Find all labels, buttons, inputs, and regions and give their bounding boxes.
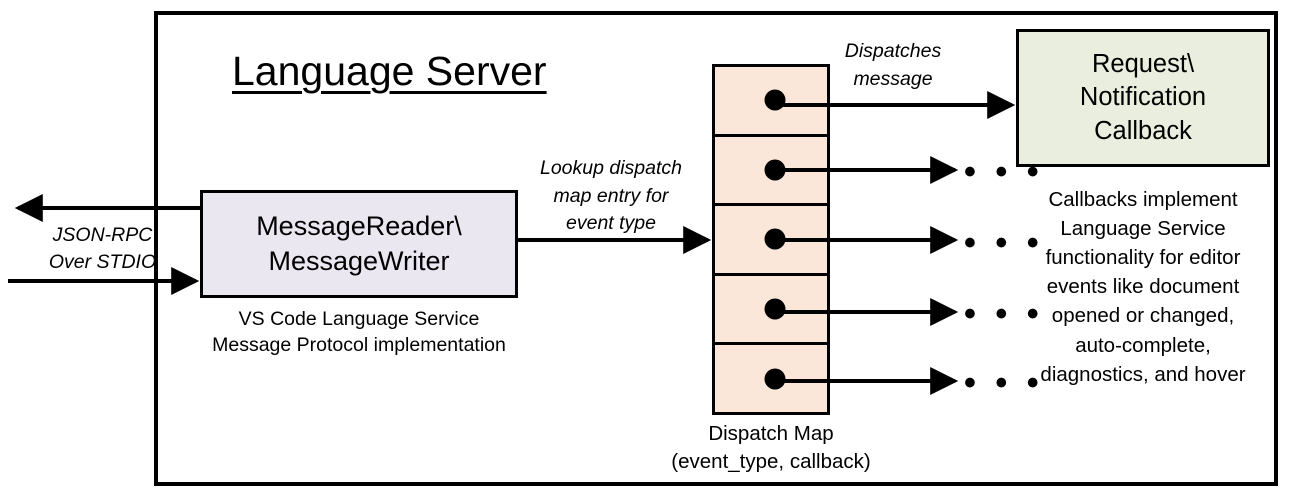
language-server-boundary <box>154 11 1278 486</box>
dispatch-map-row[interactable] <box>715 67 827 137</box>
ellipsis-row-3: • • • <box>964 224 1044 262</box>
callback-caption-line7: diagnostics, and hover <box>1040 362 1246 386</box>
message-reader-writer-box[interactable]: MessageReader\ MessageWriter <box>200 190 518 298</box>
lookup-dispatch-label: Lookup dispatch map entry for event type <box>516 155 706 238</box>
callback-caption-line4: events like document <box>1046 275 1240 299</box>
lookup-label-line3: event type <box>566 212 656 235</box>
ellipsis-row-4: • • • <box>964 295 1044 333</box>
dispatch-map-row[interactable] <box>715 206 827 276</box>
transport-label-line2: Over STDIO <box>48 251 157 274</box>
callback-line2: Notification <box>1079 83 1207 112</box>
transport-label-line1: JSON-RPC <box>52 224 153 246</box>
page-title: Language Server <box>232 48 547 94</box>
transport-label: JSON-RPC Over STDIO <box>20 222 185 277</box>
lookup-label-line2: map entry for <box>553 184 669 207</box>
dispatch-map-caption: Dispatch Map (event_type, callback) <box>640 420 902 475</box>
dispatches-message-label: Dispatches message <box>828 38 958 93</box>
message-rw-line2: MessageWriter <box>268 246 450 276</box>
callback-caption: Callbacks implement Language Service fun… <box>1010 185 1276 389</box>
callback-caption-line5: opened or changed, <box>1051 304 1235 328</box>
entry-dot-icon <box>764 298 786 320</box>
entry-dot-icon <box>764 228 786 250</box>
callback-caption-line3: functionality for editor <box>1045 246 1241 270</box>
callback-caption-line1: Callbacks implement <box>1048 188 1238 211</box>
dispatch-map-row[interactable] <box>715 276 827 346</box>
dispatch-map-caption-line2: (event_type, callback) <box>671 449 871 473</box>
entry-dot-icon <box>764 89 786 111</box>
message-rw-caption-line2: Message Protocol implementation <box>212 334 506 357</box>
dispatch-map-row[interactable] <box>715 137 827 207</box>
lookup-label-line1: Lookup dispatch <box>539 157 683 179</box>
entry-dot-icon <box>764 368 786 390</box>
dispatch-map-row[interactable] <box>715 345 827 412</box>
dispatches-label-line2: message <box>853 67 933 90</box>
callback-line3: Callback <box>1094 116 1192 145</box>
callback-line1: Request\ <box>1091 50 1195 79</box>
dispatches-label-line1: Dispatches <box>844 40 942 62</box>
ellipsis-row-5: • • • <box>964 364 1044 402</box>
callback-caption-line2: Language Service <box>1060 217 1226 241</box>
message-rw-caption: VS Code Language Service Message Protoco… <box>200 306 518 359</box>
dispatch-map-caption-line1: Dispatch Map <box>708 422 834 445</box>
dispatch-map-table[interactable] <box>712 64 830 415</box>
request-notification-callback-box[interactable]: Request\ Notification Callback <box>1016 29 1270 167</box>
entry-dot-icon <box>764 159 786 181</box>
message-rw-line1: MessageReader\ <box>256 211 462 242</box>
ellipsis-row-2: • • • <box>964 153 1044 191</box>
callback-caption-line6: auto-complete, <box>1075 333 1211 357</box>
message-rw-caption-line1: VS Code Language Service <box>238 308 480 330</box>
